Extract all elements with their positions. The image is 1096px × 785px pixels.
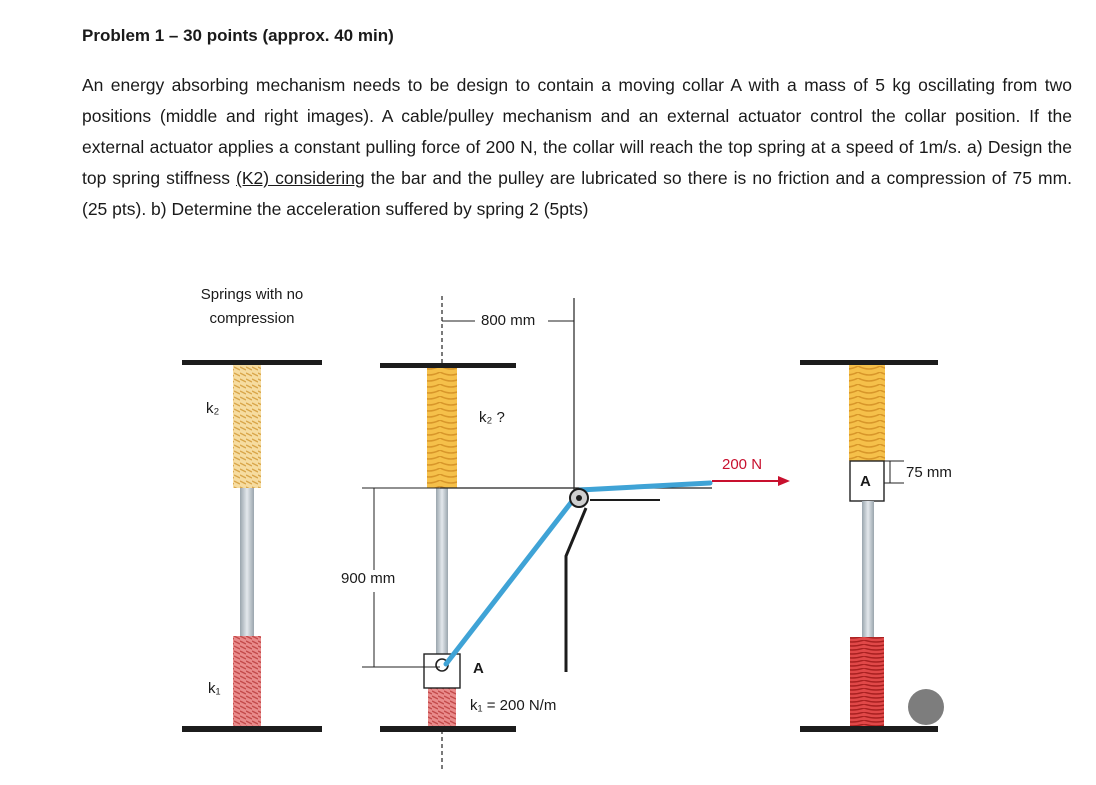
right-bottom-spring xyxy=(850,637,884,726)
dim-900-label: 900 mm xyxy=(341,570,396,587)
mid-k2-label: k₂ ? xyxy=(479,409,505,426)
problem-title: Problem 1 – 30 points (approx. 40 min) xyxy=(82,26,394,45)
force-label: 200 N xyxy=(722,456,763,473)
pulley-bracket xyxy=(564,507,588,672)
mid-top-plate xyxy=(380,363,516,368)
mid-top-spring xyxy=(427,368,457,488)
cable-diagonal xyxy=(443,497,576,667)
right-top-spring xyxy=(849,365,885,461)
left-bottom-plate xyxy=(182,726,322,732)
mid-bottom-plate xyxy=(380,726,516,732)
right-bottom-plate xyxy=(800,726,938,732)
mid-k1-label: k₁ = 200 N/m xyxy=(470,697,557,714)
left-rod xyxy=(240,488,254,636)
dim-800-label: 800 mm xyxy=(481,312,536,329)
mid-bottom-spring xyxy=(428,688,456,726)
right-dim-label: 75 mm xyxy=(906,464,952,481)
right-rod xyxy=(862,501,874,637)
left-top-plate xyxy=(182,360,322,365)
mid-collar-label: A xyxy=(473,660,484,677)
left-caption: Springs with no compression xyxy=(200,286,304,327)
statement-part1: An energy absorbing mechanism needs to b… xyxy=(82,75,1072,188)
cable-horizontal xyxy=(577,480,713,493)
left-bottom-spring xyxy=(233,636,261,726)
left-top-spring xyxy=(233,365,261,488)
right-collar-A xyxy=(849,460,885,502)
left-assembly xyxy=(182,360,322,732)
right-collar-label: A xyxy=(860,473,871,490)
right-assembly xyxy=(800,360,938,732)
force-arrowhead xyxy=(778,476,790,486)
left-k2-label: k₂ xyxy=(206,400,220,417)
left-k1-label: k₁ xyxy=(208,680,221,697)
statement-underlined: (K2) considering xyxy=(236,168,365,188)
statement-part2: the bar and the pulley are lubricated so… xyxy=(82,168,1073,219)
floating-action-dot[interactable] xyxy=(908,689,944,725)
right-top-plate xyxy=(800,360,938,365)
mid-rod xyxy=(436,488,448,654)
problem-statement: An energy absorbing mechanism needs to b… xyxy=(82,70,1072,225)
middle-assembly xyxy=(362,296,790,770)
